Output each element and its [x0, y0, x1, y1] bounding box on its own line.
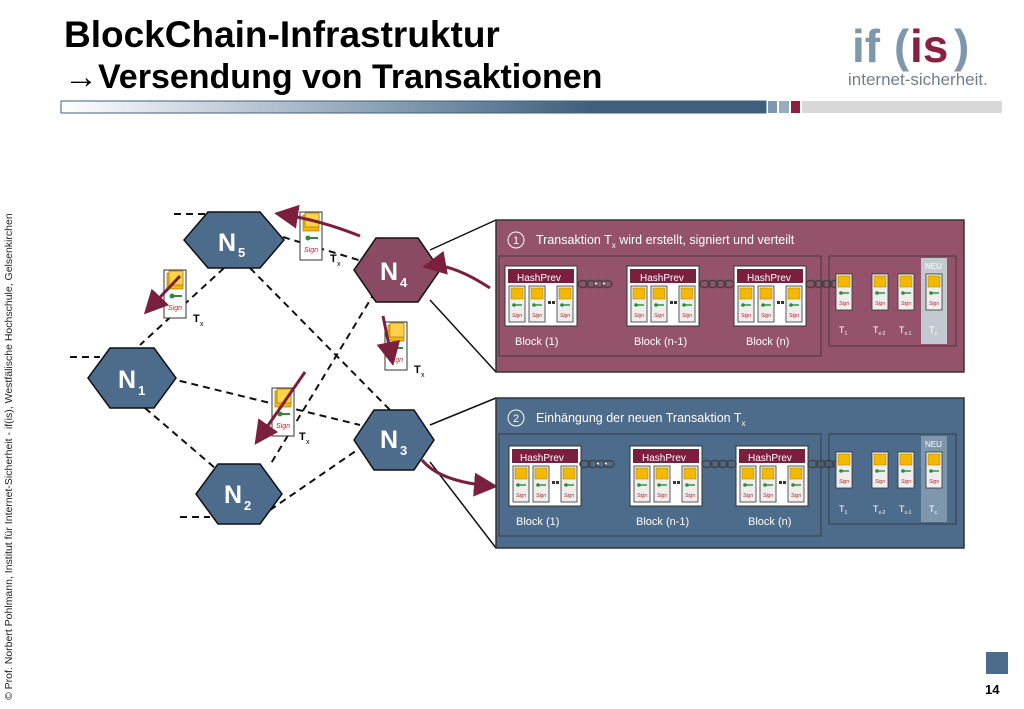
- panel-1-tx-label: Tx-2: [873, 325, 886, 337]
- svg-text:(: (: [894, 20, 910, 72]
- node-n1-sub: 1: [138, 383, 145, 398]
- panel-1-tx-label: T1: [839, 325, 848, 337]
- panel-2-tx-label: Tx-2: [873, 504, 886, 516]
- node-n3[interactable]: N 3: [353, 409, 435, 471]
- panel-1-block-label: Block (1): [515, 336, 558, 348]
- node-n4[interactable]: N 4: [353, 237, 441, 303]
- tx-sub: x: [306, 439, 310, 446]
- panel-1: 1 Transaktion Tx wird erstellt, signiert…: [495, 219, 965, 373]
- panel-1-block-label: Block (n): [746, 336, 789, 348]
- logo-caption: internet-sicherheit.: [848, 70, 988, 89]
- panel-2-hashprev: HashPrev: [520, 453, 564, 464]
- panel-connectors: [429, 219, 497, 549]
- page-number: 14: [985, 682, 1000, 697]
- svg-text:if: if: [852, 20, 881, 72]
- panel-2-tx-label: Tx-1: [899, 504, 912, 516]
- flow-arrows: [143, 204, 498, 497]
- panel-2-block-label: Block (n): [748, 516, 791, 528]
- slide-title: BlockChain-Infrastruktur: [64, 14, 500, 55]
- node-n3-label: N: [380, 426, 398, 454]
- panel-2-step: 2: [513, 413, 519, 425]
- tx-label: T: [414, 364, 421, 376]
- node-n5-label: N: [218, 229, 236, 257]
- node-n2[interactable]: N 2: [195, 463, 283, 525]
- header-bar: [60, 100, 1002, 114]
- node-n1-label: N: [118, 366, 136, 394]
- tx-label: T: [299, 431, 306, 443]
- panel-1-tx-label: Tx-1: [899, 325, 912, 337]
- panel-1-ellipsis: · ·: [594, 276, 606, 291]
- panel-1-hashprev: HashPrev: [640, 273, 684, 284]
- panel-1-hashprev: HashPrev: [517, 273, 561, 284]
- panel-2-block-label: Block (1): [516, 516, 559, 528]
- panel-1-title: Transaktion Tx wird erstellt, signiert u…: [536, 233, 795, 250]
- svg-text:is: is: [910, 20, 948, 72]
- node-n3-sub: 3: [400, 443, 407, 458]
- tx-doc-n5-n1: [163, 269, 187, 319]
- panel-2-title: Einhängung der neuen Transaktion Tx: [536, 411, 745, 428]
- tx-sub: x: [337, 261, 341, 268]
- node-n2-label: N: [224, 481, 242, 509]
- node-n4-label: N: [380, 258, 398, 286]
- panel-2: 2 Einhängung der neuen Transaktion Tx Ha…: [495, 397, 965, 549]
- panel-1-step: 1: [513, 235, 519, 247]
- svg-text:): ): [954, 20, 969, 72]
- panel-2-hashprev: HashPrev: [642, 453, 686, 464]
- tx-label: T: [330, 253, 337, 265]
- node-n1[interactable]: N 1: [87, 347, 177, 409]
- panel-1-block-label: Block (n-1): [634, 336, 687, 348]
- panel-1-hashprev: HashPrev: [747, 273, 791, 284]
- panel-2-block-label: Block (n-1): [636, 516, 689, 528]
- panel-1-neu: NEU: [925, 262, 942, 271]
- page-number-box: [986, 652, 1008, 674]
- node-n2-sub: 2: [244, 498, 251, 513]
- tx-sub: x: [200, 321, 204, 328]
- panel-2-ellipsis: · ·: [596, 456, 608, 471]
- tx-sub: x: [421, 372, 425, 379]
- node-n5-sub: 5: [238, 245, 245, 260]
- ifis-logo: if ( is ): [852, 20, 969, 72]
- panel-2-tx-label: Tx: [929, 504, 938, 516]
- panel-2-neu: NEU: [925, 440, 942, 449]
- panel-1-tx-label: Tx: [929, 325, 938, 337]
- node-n5[interactable]: N 5: [183, 211, 285, 269]
- node-n4-sub: 4: [400, 275, 408, 290]
- panel-2-tx-label: T1: [839, 504, 848, 516]
- panel-2-hashprev: HashPrev: [748, 453, 792, 464]
- tx-label: T: [193, 313, 200, 325]
- slide-subtitle: →Versendung von Transaktionen: [64, 58, 603, 96]
